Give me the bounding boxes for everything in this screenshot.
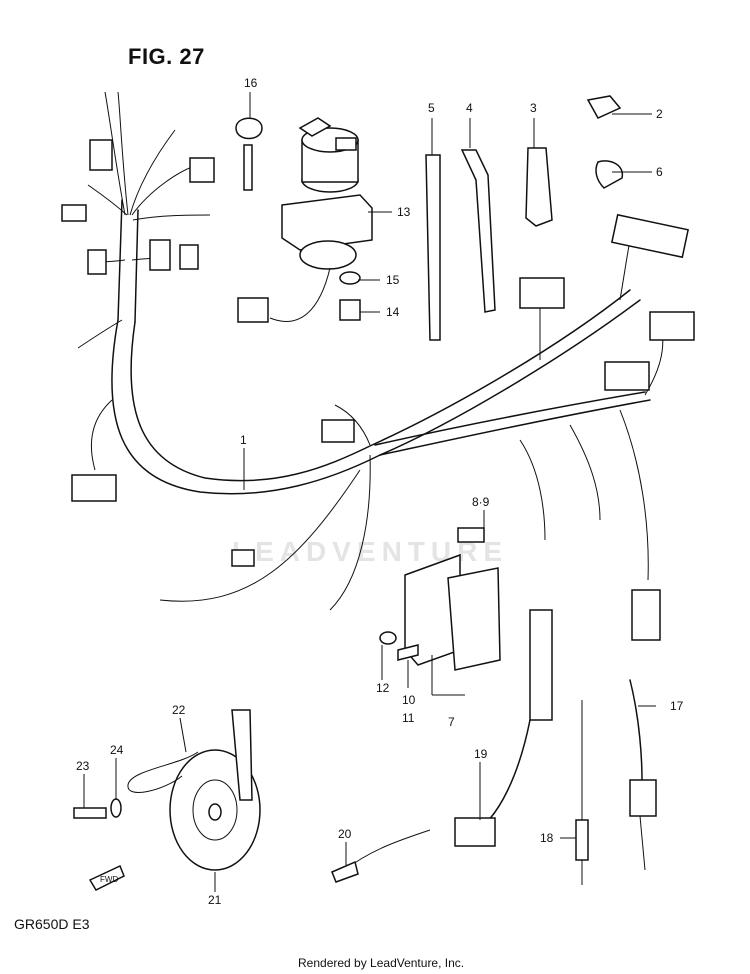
tie-5[interactable] [425, 154, 441, 341]
cable-19[interactable] [454, 609, 553, 847]
callout-5: 5 [428, 101, 435, 115]
callout-18: 18 [540, 831, 554, 845]
wiring-harness[interactable] [77, 91, 664, 611]
nut-14[interactable] [339, 299, 361, 321]
callout-17: 17 [670, 699, 684, 713]
figure-title: FIG. 27 [128, 44, 205, 69]
spring-18[interactable] [575, 700, 589, 885]
cable-17[interactable] [629, 679, 657, 871]
harness-connectors [61, 139, 695, 641]
callout-22: 22 [172, 703, 186, 717]
footer-credit: Rendered by LeadVenture, Inc. [298, 956, 465, 970]
bolt-23[interactable] [73, 807, 107, 819]
callout-labels: 16 13 15 14 2 6 3 4 5 1 8·9 12 10 11 7 1… [76, 76, 684, 907]
callout-8-9: 8·9 [472, 495, 490, 509]
callout-11: 11 [402, 711, 415, 725]
clamp-6[interactable] [595, 160, 624, 189]
model-code: GR650D E3 [14, 916, 90, 932]
callout-24: 24 [110, 743, 124, 757]
horn-lead [127, 751, 199, 793]
callout-20: 20 [338, 827, 352, 841]
callout-10: 10 [402, 693, 416, 707]
callout-7: 7 [448, 715, 455, 729]
callout-2: 2 [656, 107, 663, 121]
callout-12: 12 [376, 681, 390, 695]
relay-unit[interactable] [404, 527, 501, 671]
callout-21: 21 [208, 893, 222, 907]
screw-10[interactable] [397, 644, 419, 661]
callout-13: 13 [397, 205, 411, 219]
callout-14: 14 [386, 305, 400, 319]
ignition-switch[interactable] [281, 117, 373, 270]
clamp-3[interactable] [525, 147, 553, 227]
callout-4: 4 [466, 101, 473, 115]
callout-6: 6 [656, 165, 663, 179]
tie-4[interactable] [460, 149, 496, 313]
callout-1: 1 [240, 433, 247, 447]
fwd-label: FWD [100, 875, 118, 884]
washer-15[interactable] [339, 271, 361, 285]
callout-16: 16 [244, 76, 258, 90]
washer-24[interactable] [110, 798, 122, 818]
callout-3: 3 [530, 101, 537, 115]
ignition-lead [237, 267, 331, 323]
leader-lines [83, 92, 656, 892]
key[interactable] [235, 117, 263, 191]
callout-19: 19 [474, 747, 488, 761]
callout-15: 15 [386, 273, 400, 287]
spring-20[interactable] [331, 829, 431, 883]
forward-arrow-icon: FWD [88, 864, 125, 891]
washer-12[interactable] [379, 631, 397, 645]
clamp-2[interactable] [586, 95, 622, 119]
horn[interactable] [169, 709, 261, 871]
callout-23: 23 [76, 759, 90, 773]
